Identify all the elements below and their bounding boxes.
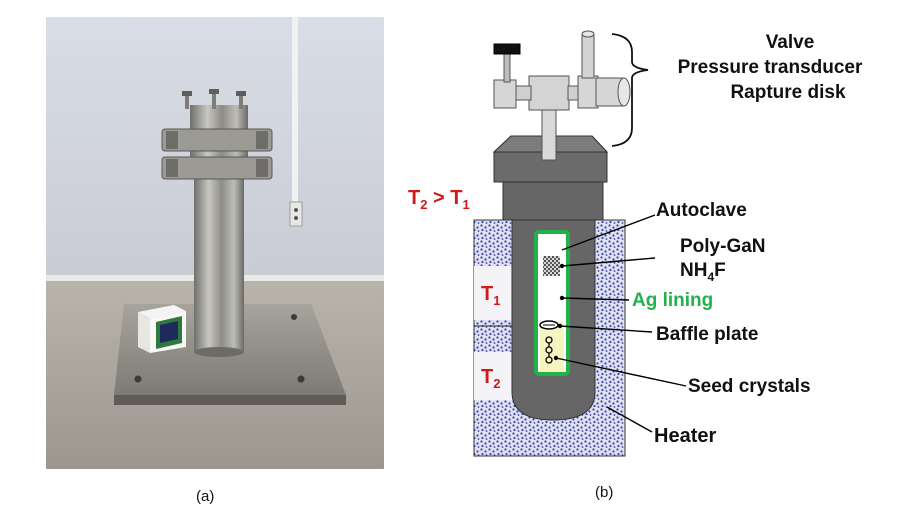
label-pressure-transducer: Pressure transducer bbox=[678, 57, 863, 78]
leader-dots bbox=[553, 263, 565, 361]
label-seed-crystals: Seed crystals bbox=[688, 376, 811, 397]
seed-crystals bbox=[545, 336, 553, 364]
label-poly-gan: Poly-GaN bbox=[680, 236, 766, 257]
label-t2-zone: T2 bbox=[481, 366, 500, 391]
label-valve: Valve bbox=[766, 32, 815, 53]
label-nh4f: NH4F bbox=[680, 260, 726, 284]
caption-b: (b) bbox=[595, 484, 614, 501]
label-autoclave: Autoclave bbox=[656, 200, 747, 221]
caption-a: (a) bbox=[196, 488, 215, 505]
component-bracket bbox=[611, 33, 649, 147]
label-ag-lining: Ag lining bbox=[632, 290, 713, 311]
poly-gan-charge bbox=[543, 256, 560, 276]
label-temperature-relation: T2 > T1 bbox=[408, 187, 470, 212]
autoclave-photo bbox=[46, 17, 384, 469]
valve-assembly bbox=[493, 30, 631, 161]
label-rapture-disk: Rapture disk bbox=[730, 82, 846, 103]
baffle-plate bbox=[539, 320, 559, 330]
ag-lining-tube bbox=[534, 230, 570, 376]
label-t1-zone: T1 bbox=[481, 283, 500, 308]
label-baffle-plate: Baffle plate bbox=[656, 324, 758, 345]
label-heater: Heater bbox=[654, 425, 716, 447]
leader-lines bbox=[555, 214, 687, 433]
